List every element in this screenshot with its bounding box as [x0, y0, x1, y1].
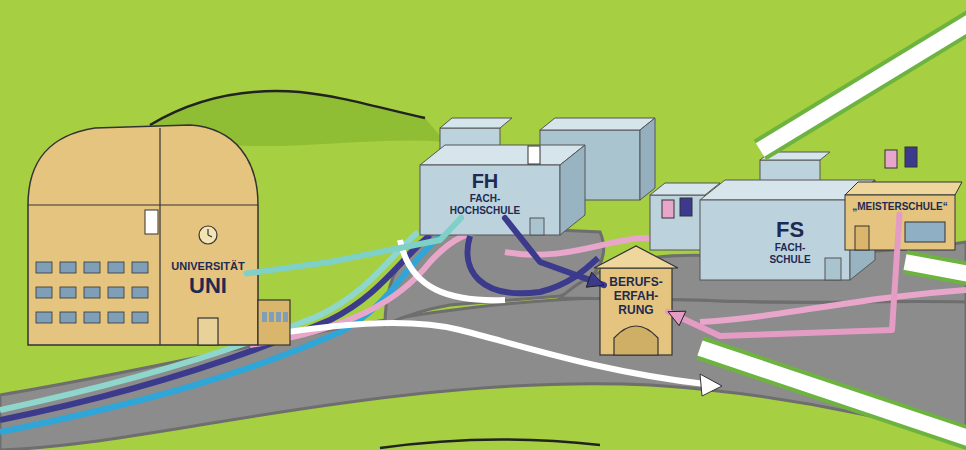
building-label: UNIVERSITÄTUNI	[169, 258, 246, 300]
building-label: BERUFS- ERFAH- RUNG	[604, 274, 668, 319]
fachschule-building	[650, 152, 875, 280]
building-abbreviation: UNIVERSITÄT	[171, 260, 244, 273]
white-bars	[700, 16, 966, 442]
fachhochschule-building	[420, 118, 655, 235]
route-connector	[247, 218, 461, 274]
building-abbreviation: FS	[762, 217, 818, 242]
university-building	[28, 125, 290, 345]
route-connector	[505, 218, 604, 285]
building-label: FSFACH- SCHULE	[760, 215, 820, 267]
building-name: FACH- HOCHSCHULE	[442, 193, 528, 216]
building-label: FHFACH- HOCHSCHULE	[440, 168, 530, 218]
building-abbreviation: FH	[442, 170, 528, 193]
work-experience-tower	[594, 246, 678, 355]
arrow-head	[668, 311, 686, 325]
route-connector	[668, 215, 899, 337]
building-name: BERUFS- ERFAH- RUNG	[606, 276, 666, 317]
meisterschule-building	[845, 147, 962, 250]
building-label: „MEISTERSCHULE“	[850, 199, 950, 215]
building-name: UNI	[171, 273, 244, 298]
arrow-head	[586, 272, 604, 287]
building-name: „MEISTERSCHULE“	[852, 201, 948, 213]
building-name: FACH- SCHULE	[762, 242, 818, 265]
